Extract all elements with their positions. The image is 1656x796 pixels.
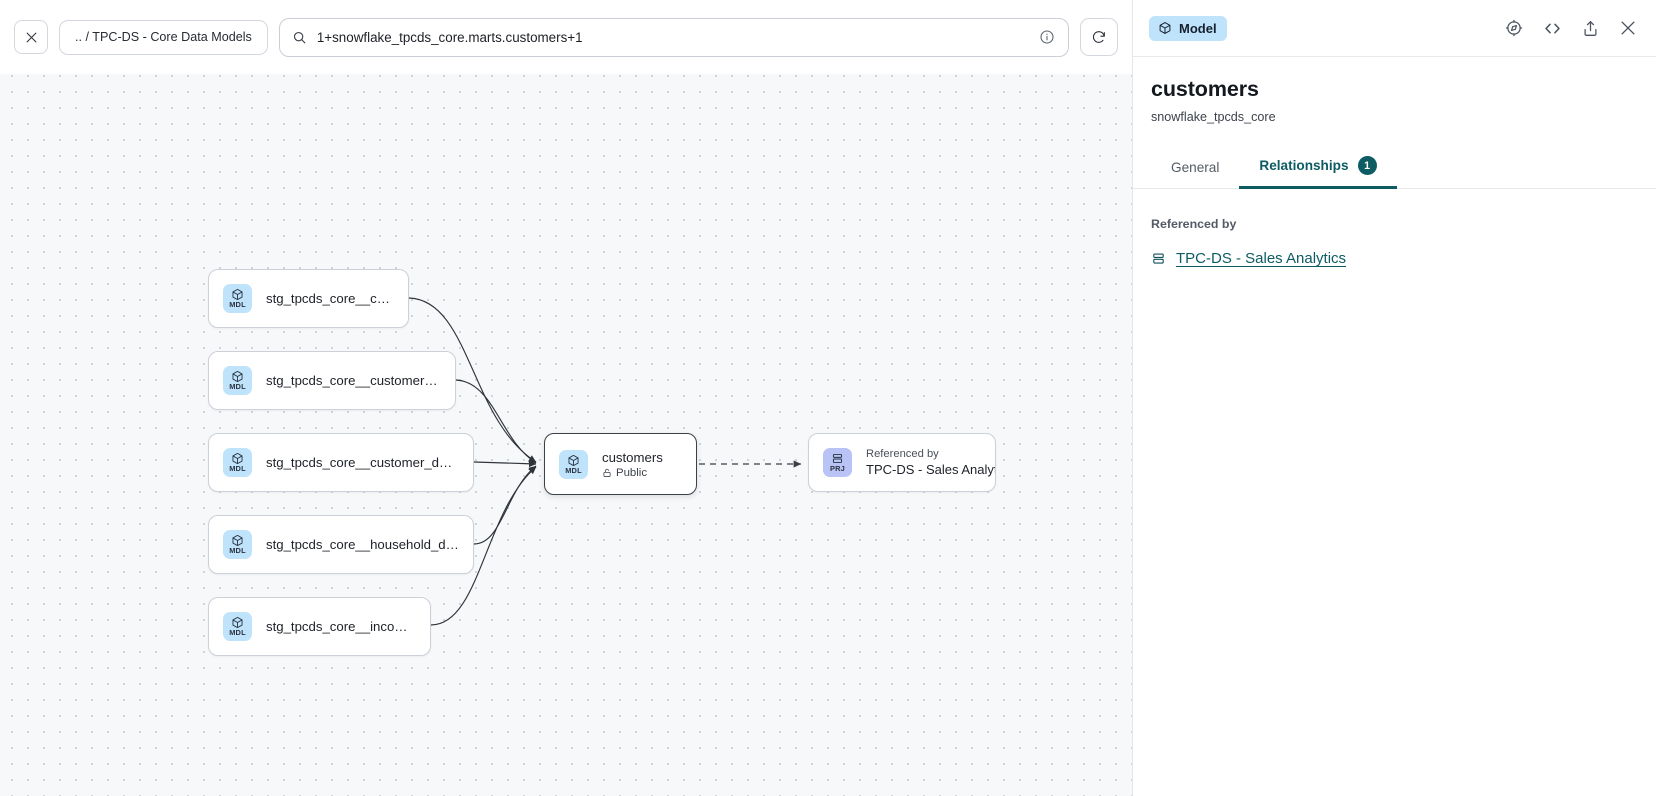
cube-icon xyxy=(1159,22,1171,34)
lineage-search-bar[interactable] xyxy=(278,17,1069,57)
tab-label: General xyxy=(1171,160,1220,175)
refresh-button[interactable] xyxy=(1080,18,1118,56)
node-body: customers Public xyxy=(602,450,663,479)
code-icon[interactable] xyxy=(1542,18,1563,39)
lineage-canvas[interactable]: MDL stg_tpcds_core__customer MDL stg_tpc… xyxy=(0,0,1132,796)
lineage-graph: MDL stg_tpcds_core__customer MDL stg_tpc… xyxy=(208,269,996,656)
node-body: stg_tpcds_core__household_demogr… xyxy=(266,537,459,552)
breadcrumb-label: .. / TPC-DS - Core Data Models xyxy=(75,30,252,44)
chip-label: MDL xyxy=(229,628,246,637)
panel-tabs: General Relationships 1 xyxy=(1133,148,1656,189)
lineage-node[interactable]: MDL stg_tpcds_core__income_band xyxy=(208,597,431,656)
lineage-node[interactable]: MDL stg_tpcds_core__household_demogr… xyxy=(208,515,474,574)
node-title: stg_tpcds_core__income_band xyxy=(266,619,416,634)
node-title: stg_tpcds_core__customer xyxy=(266,291,394,306)
node-access: Public xyxy=(602,467,663,479)
breadcrumb[interactable]: .. / TPC-DS - Core Data Models xyxy=(59,19,268,55)
page-title: customers xyxy=(1151,77,1259,101)
model-chip-icon: MDL xyxy=(223,284,252,313)
reference-link[interactable]: TPC-DS - Sales Analytics xyxy=(1176,250,1347,267)
lineage-node[interactable]: MDL stg_tpcds_core__customer xyxy=(208,269,409,328)
search-input[interactable] xyxy=(316,29,1029,45)
panel-title-block: customers snowflake_tpcds_core xyxy=(1133,57,1656,124)
tab-relationships[interactable]: Relationships 1 xyxy=(1239,148,1397,189)
chip-label: MDL xyxy=(229,464,246,473)
model-chip-icon: MDL xyxy=(223,448,252,477)
close-panel-icon[interactable] xyxy=(1618,18,1638,38)
reference-list-item[interactable]: TPC-DS - Sales Analytics xyxy=(1151,250,1638,267)
panel-header: Model xyxy=(1133,0,1656,57)
panel-header-actions xyxy=(1504,18,1638,39)
model-chip-icon: MDL xyxy=(223,612,252,641)
canvas-toolbar: .. / TPC-DS - Core Data Models xyxy=(0,0,1132,74)
node-title: stg_tpcds_core__customer_demogra… xyxy=(266,455,459,470)
lock-icon xyxy=(603,468,611,477)
lineage-node[interactable]: MDL stg_tpcds_core__customer_address xyxy=(208,351,456,410)
entity-type-badge[interactable]: Model xyxy=(1149,15,1227,41)
page-subtitle: snowflake_tpcds_core xyxy=(1151,110,1276,124)
close-lineage-button[interactable] xyxy=(14,20,48,54)
tab-count-badge: 1 xyxy=(1357,156,1377,175)
model-chip-icon: MDL xyxy=(223,530,252,559)
tab-label: Relationships xyxy=(1259,158,1349,173)
lineage-node[interactable]: MDL stg_tpcds_core__customer_demogra… xyxy=(208,433,474,492)
entity-type-label: Model xyxy=(1179,20,1217,36)
chip-label: MDL xyxy=(229,382,246,391)
section-label-referenced-by: Referenced by xyxy=(1151,217,1237,231)
chip-label: MDL xyxy=(229,546,246,555)
node-body: stg_tpcds_core__customer_address xyxy=(266,373,441,388)
lineage-node-selected[interactable]: MDL customers Public xyxy=(544,433,697,495)
search-icon xyxy=(292,30,307,45)
share-icon[interactable] xyxy=(1581,19,1600,38)
chip-label: MDL xyxy=(229,300,246,309)
node-body: Referenced by TPC-DS - Sales Analytics xyxy=(866,448,995,477)
refresh-icon xyxy=(1092,31,1105,43)
chip-label: MDL xyxy=(565,465,582,475)
model-chip-icon: MDL xyxy=(559,449,588,479)
node-access-label: Public xyxy=(616,466,648,479)
node-body: stg_tpcds_core__customer xyxy=(266,291,394,306)
node-title: stg_tpcds_core__customer_address xyxy=(266,373,441,388)
chip-label: PRJ xyxy=(830,464,845,473)
explore-icon[interactable] xyxy=(1504,18,1524,38)
model-chip-icon: MDL xyxy=(223,366,252,395)
project-chip-icon: PRJ xyxy=(823,448,852,477)
node-title: TPC-DS - Sales Analytics xyxy=(866,462,995,477)
node-kicker: Referenced by xyxy=(866,448,939,460)
node-body: stg_tpcds_core__income_band xyxy=(266,619,416,634)
tab-general[interactable]: General xyxy=(1151,152,1239,189)
details-panel: Model xyxy=(1132,0,1656,796)
node-title: customers xyxy=(602,449,663,465)
close-icon xyxy=(26,32,36,42)
project-icon xyxy=(1153,253,1164,264)
node-title: stg_tpcds_core__household_demogr… xyxy=(266,537,459,552)
node-body: stg_tpcds_core__customer_demogra… xyxy=(266,455,459,470)
lineage-node-project[interactable]: PRJ Referenced by TPC-DS - Sales Analyti… xyxy=(808,433,996,492)
lineage-edges xyxy=(408,297,802,626)
panel-body: Referenced by TPC-DS - Sales Analytics xyxy=(1133,189,1656,267)
info-icon[interactable] xyxy=(1039,29,1055,45)
